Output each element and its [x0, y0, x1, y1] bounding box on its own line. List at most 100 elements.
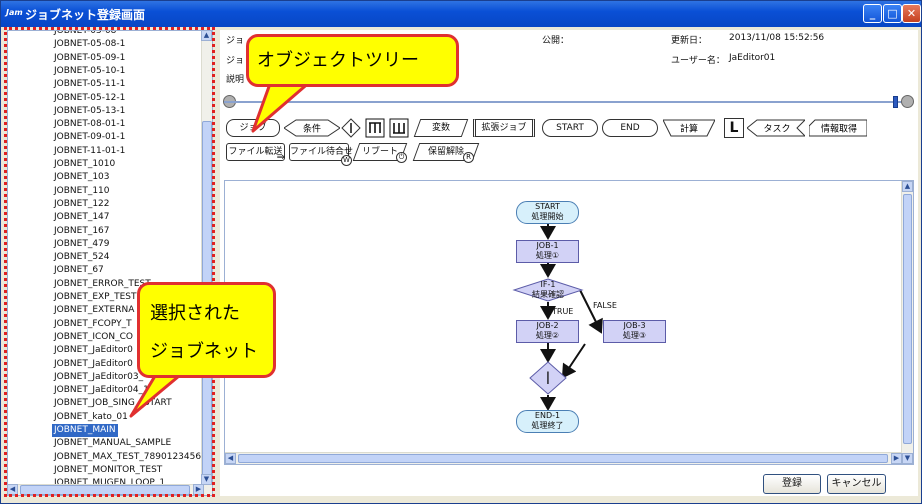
palette-task-label: タスク — [763, 124, 790, 135]
palette-end[interactable]: END — [602, 119, 658, 137]
zoom-in-icon[interactable] — [901, 95, 914, 108]
flow-job2-node[interactable]: JOB-2 処理② — [516, 320, 579, 343]
tree-item[interactable]: JOBNET_EXTERNA — [54, 305, 135, 316]
tree-item[interactable]: JOBNET-05-10-1 — [54, 65, 126, 76]
tree-item[interactable]: JOBNET_JaEditor03_ — [54, 371, 144, 382]
job3-node-title: JOB-3 — [623, 321, 646, 330]
tree-item[interactable]: JOBNET_167 — [54, 225, 110, 236]
tree-item[interactable]: JOBNET_MAX_TEST_789012345678 — [54, 451, 213, 462]
tree-item[interactable]: JOBNET_524 — [54, 252, 110, 263]
tree-item[interactable]: JOBNET_MONITOR_TEST — [54, 464, 163, 475]
if1-node-title: IF-1 — [540, 280, 556, 289]
tree-item[interactable]: JOBNET_kato_01 — [54, 411, 128, 422]
window-title: ジョブネット登録画面 — [25, 8, 146, 22]
tree-item[interactable]: JOBNET-05-13-1 — [54, 105, 126, 116]
tree-item[interactable]: JOBNET_103 — [54, 172, 110, 183]
palette-parallel-end-icon[interactable] — [389, 118, 409, 138]
canvas-scroll-left-icon[interactable]: ◀ — [225, 453, 236, 464]
palette-file-transfer-label: ファイル転送 — [228, 147, 283, 157]
flow-if1-node[interactable]: IF-1 結果確認 — [516, 280, 580, 301]
palette-loop-label: L — [729, 120, 739, 136]
canvas-hscroll-thumb[interactable] — [238, 454, 888, 463]
tree-item[interactable]: JOBNET_479 — [54, 238, 110, 249]
palette-info-get[interactable]: 情報取得 — [809, 119, 867, 137]
tree-item[interactable]: JOBNET_JOB_SING__START — [54, 398, 172, 409]
canvas-vscroll-thumb[interactable] — [903, 194, 912, 444]
tree-item[interactable]: JOBNET-09-01-1 — [54, 132, 126, 143]
flow-connectors — [512, 224, 603, 411]
close-button[interactable]: ✕ — [902, 4, 921, 23]
palette-variable[interactable]: 変数 — [413, 119, 469, 137]
tree-item[interactable]: JOBNET_JaEditor04_1 — [54, 385, 149, 396]
tree-item[interactable]: JOBNET-05-09-1 — [54, 52, 126, 63]
maximize-button[interactable]: □ — [883, 4, 902, 23]
tree-item[interactable]: JOBNET_67 — [54, 265, 104, 276]
flow-end-node[interactable]: END-1 処理終了 — [516, 410, 579, 433]
tree-item[interactable]: JOBNET_EXP_TEST — [54, 292, 137, 302]
tree-item-selected[interactable]: JOBNET_MAIN — [52, 424, 118, 437]
flow-job1-node[interactable]: JOB-1 処理① — [516, 240, 579, 263]
canvas-vertical-scrollbar[interactable]: ▲ ▼ — [901, 181, 913, 464]
selected-callout-line2: ジョブネット — [150, 341, 258, 362]
register-button[interactable]: 登録 — [763, 474, 821, 494]
selected-callout-line1: 選択された — [150, 303, 240, 324]
updated-label: 更新日： — [671, 36, 708, 46]
selected-jobnet-callout: 選択された ジョブネット — [137, 282, 276, 378]
tree-item[interactable]: JOBNET-05-12-1 — [54, 92, 126, 103]
tree-item[interactable]: JOBNET-05-11-1 — [54, 79, 126, 90]
title-bar: Jam ジョブネット登録画面 _ □ ✕ — [1, 1, 921, 27]
tree-item[interactable]: JOBNET_ERROR_TEST — [54, 278, 151, 289]
tree-item[interactable]: JOBNET_JaEditor0 — [54, 345, 133, 356]
cancel-button[interactable]: キャンセル — [827, 474, 886, 494]
palette-loop[interactable]: L — [724, 118, 744, 138]
start-node-sub: 処理開始 — [531, 212, 564, 221]
tree-item[interactable]: JOBNET-05-08 — [54, 30, 117, 36]
tree-item[interactable]: JOBNET_MUGEN_LOOP_1 — [54, 477, 165, 490]
tree-item[interactable]: JOBNET-05-08-1 — [54, 39, 126, 50]
palette-file-transfer[interactable]: ファイル転送 ⇒ — [226, 143, 285, 163]
tree-item[interactable]: JOBNET-08-01-1 — [54, 119, 126, 130]
flow-job3-node[interactable]: JOB-3 処理③ — [603, 320, 666, 343]
minimize-button[interactable]: _ — [863, 4, 882, 23]
tree-item[interactable]: JOBNET_ICON_CO — [54, 331, 133, 342]
power-icon: ⏻ — [396, 152, 407, 163]
canvas-horizontal-scrollbar[interactable]: ◀ ▶ — [225, 452, 902, 464]
job1-node-sub: 処理① — [535, 251, 560, 260]
tree-callout: オブジェクトツリー — [246, 34, 459, 87]
palette-extended-job[interactable]: 拡張ジョブ — [473, 119, 535, 137]
tree-item[interactable]: JOBNET_1010 — [54, 159, 116, 169]
palette-task[interactable]: タスク — [747, 119, 805, 137]
tree-item[interactable]: JOBNET_110 — [54, 185, 110, 196]
end-node-sub: 処理終了 — [531, 421, 564, 430]
zoom-slider-track[interactable] — [224, 101, 908, 103]
tree-item[interactable]: JOBNET_122 — [54, 198, 110, 209]
palette-branch-diamond-icon[interactable] — [341, 118, 361, 138]
palette-start[interactable]: START — [542, 119, 598, 137]
scroll-up-icon[interactable]: ▲ — [201, 31, 212, 41]
canvas-scroll-down-icon[interactable]: ▼ — [902, 453, 913, 464]
tree-item[interactable]: JOBNET_147 — [54, 212, 110, 223]
canvas-scroll-up-icon[interactable]: ▲ — [902, 181, 913, 192]
transfer-arrow-icon: ⇒ — [276, 152, 285, 163]
tree-item[interactable]: JOBNET_FCOPY_T — [54, 318, 132, 329]
palette-file-wait[interactable]: ファイル待合せ W — [289, 143, 353, 166]
tree-item[interactable]: JOBNET_JaEditor0 — [54, 358, 133, 369]
palette-reboot-label: リブート — [361, 147, 398, 157]
palette-calculation[interactable]: 計算 — [663, 119, 715, 137]
palette-parallel-start-icon[interactable] — [365, 118, 385, 138]
jobnet-name-label: ジョ — [226, 56, 245, 66]
flow-canvas[interactable]: START 処理開始 JOB-1 処理① IF-1 結果確認 JOB-2 処理②… — [224, 180, 914, 465]
canvas-scroll-right-icon[interactable]: ▶ — [891, 453, 902, 464]
flow-start-node[interactable]: START 処理開始 — [516, 201, 579, 224]
tree-callout-text: オブジェクトツリー — [257, 50, 419, 71]
zoom-slider-thumb[interactable] — [893, 96, 898, 108]
job2-node-sub: 処理② — [535, 331, 560, 340]
wait-mark-icon: W — [341, 155, 352, 166]
palette-condition[interactable]: 条件 — [284, 119, 340, 137]
tree-item[interactable]: JOBNET_MANUAL_SAMPLE — [54, 438, 172, 449]
release-mark-icon: R — [463, 152, 474, 163]
scroll-down-icon[interactable]: ▼ — [201, 474, 212, 485]
flow-merge-node[interactable]: | — [545, 370, 551, 384]
tree-item[interactable]: JOBNET-11-01-1 — [54, 145, 126, 156]
